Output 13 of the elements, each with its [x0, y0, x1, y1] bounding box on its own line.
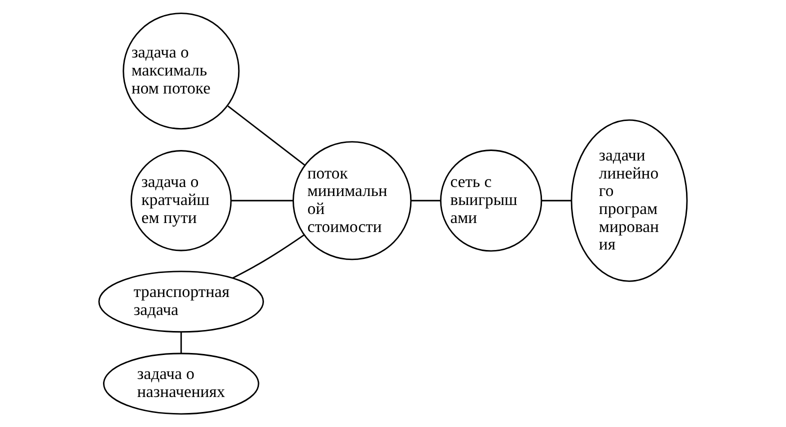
connector: [228, 106, 306, 166]
node-ellipse: транспортная задача: [98, 270, 264, 333]
node-ellipse: задача о назначениях: [103, 352, 260, 415]
connector: [232, 234, 304, 279]
connector: [231, 200, 293, 202]
node-circle: задача о максималь ном потоке: [122, 12, 240, 130]
node-circle: задача о кратчайш ем пути: [130, 150, 232, 252]
node-ellipse: задачи линейно го програм мирован ия: [570, 119, 688, 282]
connector: [542, 200, 572, 202]
node-circle: поток минимальн ой стоимости: [292, 141, 412, 260]
connector: [411, 200, 440, 202]
node-circle: сеть с выигрыш ами: [440, 150, 542, 252]
connector: [180, 332, 182, 354]
